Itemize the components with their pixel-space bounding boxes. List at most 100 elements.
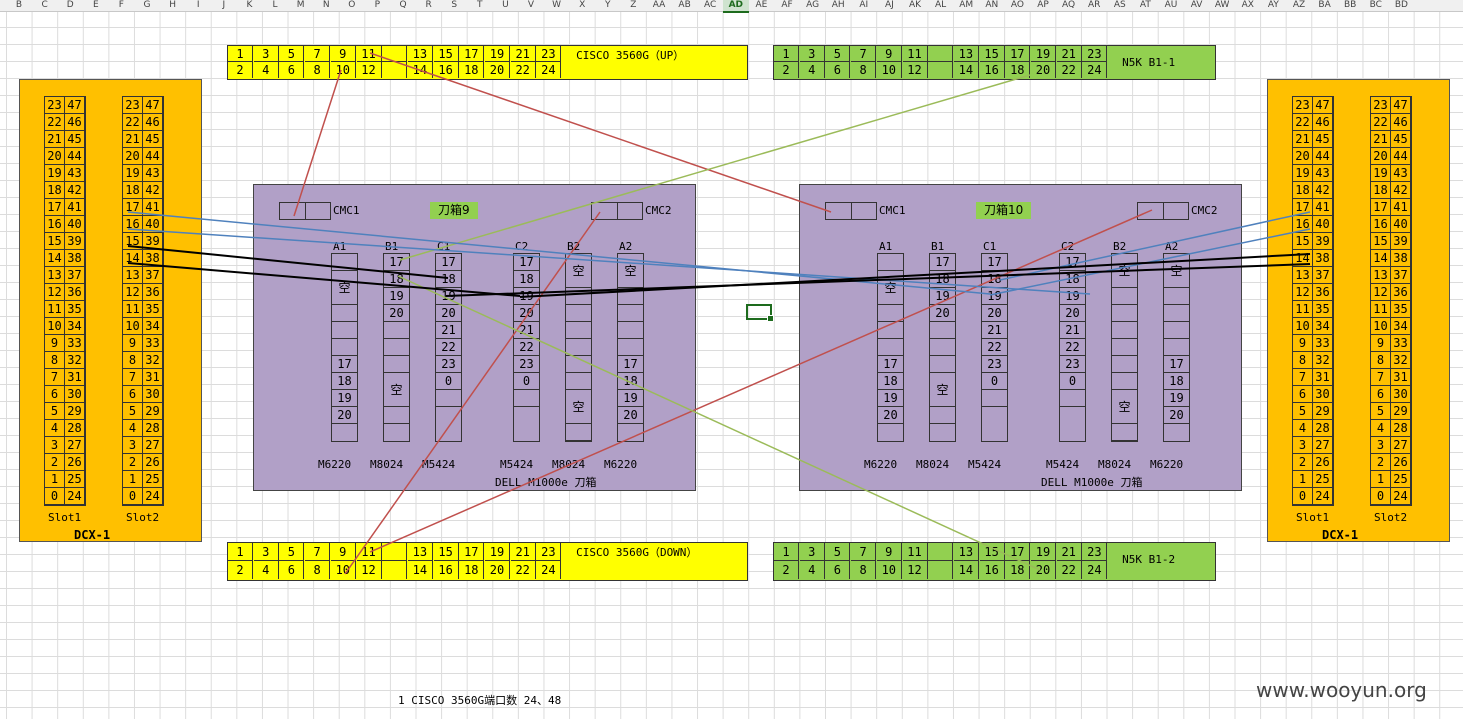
column-header[interactable]: K	[246, 0, 253, 10]
column-header[interactable]: AC	[704, 0, 717, 10]
module-port	[566, 424, 591, 441]
column-header[interactable]: AG	[806, 0, 820, 10]
switch-port: 12	[903, 561, 928, 579]
column-header[interactable]: AS	[1113, 0, 1126, 10]
column-header[interactable]: D	[66, 0, 74, 10]
column-header[interactable]: S	[451, 0, 458, 10]
port-cell: 19	[123, 165, 143, 182]
port-cell: 38	[1391, 250, 1411, 267]
column-header[interactable]: AD	[722, 0, 749, 13]
column-header[interactable]: AO	[1010, 0, 1024, 10]
port-cell: 24	[1313, 488, 1333, 505]
column-header[interactable]: L	[272, 0, 278, 10]
port-cell: 16	[1371, 216, 1391, 233]
column-header[interactable]: J	[222, 0, 226, 10]
column-header[interactable]: AA	[652, 0, 666, 10]
port-cell: 46	[1313, 114, 1333, 131]
column-header[interactable]: F	[118, 0, 124, 10]
column-header[interactable]: AP	[1037, 0, 1049, 10]
column-header[interactable]: AF	[781, 0, 793, 10]
port-cell: 34	[65, 318, 85, 335]
switch-port: 23	[1082, 543, 1108, 561]
module-port: 0	[436, 373, 461, 390]
column-header[interactable]: I	[196, 0, 200, 10]
column-header[interactable]: AV	[1190, 0, 1203, 10]
module-port: 18	[1164, 373, 1189, 390]
port-cell: 24	[143, 488, 163, 505]
column-header[interactable]: AK	[908, 0, 922, 10]
module-port: 18	[878, 373, 903, 390]
module-port: 19	[930, 288, 955, 305]
column-header[interactable]: B	[15, 0, 23, 10]
column-header[interactable]: AQ	[1062, 0, 1076, 10]
switch-port: 8	[305, 62, 331, 78]
column-header[interactable]: AE	[755, 0, 768, 10]
column-header[interactable]: AX	[1241, 0, 1254, 10]
column-header[interactable]: P	[374, 0, 381, 10]
module-header: A1	[879, 240, 893, 253]
column-header[interactable]: M	[296, 0, 305, 10]
column-header[interactable]: AB	[678, 0, 691, 10]
column-header[interactable]: W	[552, 0, 562, 10]
cmc2-slot	[1137, 202, 1189, 220]
active-cell-selection[interactable]	[746, 304, 774, 322]
switch-port: 18	[1005, 561, 1031, 579]
module-port	[384, 356, 409, 373]
column-header[interactable]: BB	[1344, 0, 1357, 10]
column-header[interactable]: AT	[1139, 0, 1151, 10]
switch-port: 21	[510, 543, 536, 561]
column-header[interactable]: T	[477, 0, 483, 10]
switch-port: 12	[357, 561, 382, 579]
module-header: B2	[567, 240, 581, 253]
port-cell: 32	[65, 352, 85, 369]
column-header[interactable]: U	[502, 0, 509, 10]
column-header[interactable]: AM	[959, 0, 974, 10]
switch-port: 16	[434, 62, 459, 78]
port-cell: 25	[1391, 471, 1411, 488]
column-header[interactable]: O	[348, 0, 356, 10]
column-header[interactable]: Y	[605, 0, 611, 10]
switch-port: 8	[851, 62, 877, 78]
empty-port-block: 空	[566, 390, 591, 424]
dcx-label: DCX-1	[74, 528, 111, 542]
column-header[interactable]: AI	[859, 0, 869, 10]
port-cell: 29	[143, 403, 163, 420]
port-cell: 1	[45, 471, 65, 488]
column-header[interactable]: BD	[1394, 0, 1408, 10]
column-header[interactable]: AJ	[884, 0, 894, 10]
port-cell: 35	[1391, 301, 1411, 318]
port-cell: 26	[1391, 454, 1411, 471]
column-header[interactable]: AY	[1267, 0, 1279, 10]
column-header[interactable]: AW	[1214, 0, 1230, 10]
switch-port: 8	[851, 561, 877, 579]
column-header[interactable]: BA	[1318, 0, 1331, 10]
column-header[interactable]: AH	[831, 0, 845, 10]
module-port: 18	[1060, 271, 1085, 288]
module-port: 19	[1164, 390, 1189, 407]
column-header[interactable]: AZ	[1292, 0, 1306, 10]
column-header[interactable]: R	[425, 0, 432, 10]
column-header[interactable]: AN	[985, 0, 999, 10]
column-header[interactable]: V	[527, 0, 535, 10]
column-header[interactable]: X	[579, 0, 586, 10]
column-header[interactable]: BC	[1369, 0, 1382, 10]
port-cell: 27	[1391, 437, 1411, 454]
column-header[interactable]: Z	[630, 0, 637, 10]
column-header[interactable]: H	[169, 0, 176, 10]
column-header[interactable]: AL	[935, 0, 947, 10]
column-header[interactable]: G	[143, 0, 151, 10]
module-port: 20	[332, 407, 357, 424]
column-header[interactable]: E	[92, 0, 99, 10]
column-header[interactable]: C	[41, 0, 48, 10]
port-cell: 32	[1391, 352, 1411, 369]
column-header[interactable]: Q	[399, 0, 407, 10]
column-header[interactable]: N	[322, 0, 330, 10]
port-cell: 15	[45, 233, 65, 250]
column-header[interactable]: AR	[1087, 0, 1101, 10]
column-header[interactable]: AU	[1164, 0, 1178, 10]
module-port	[930, 322, 955, 339]
